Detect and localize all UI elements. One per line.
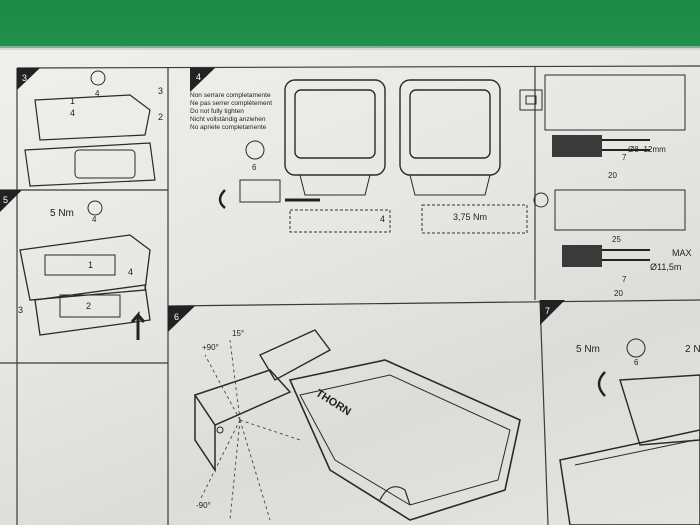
warning-it: Non serrare completamente [190,92,271,99]
panel-3-label-1: 1 [70,96,75,106]
panel-3-label-4: 4 [70,108,75,118]
panel-5-torque: 5 Nm [50,208,74,219]
panel-7-torque: 5 Nm [576,344,600,355]
warning-fr: Ne pas serrer complètement [190,100,272,107]
panel-7-number: 7 [545,306,550,316]
panel-5-label-2: 2 [86,301,91,311]
panel-4-warning-text: Non serrare completamente Ne pas serrer … [190,92,272,131]
panel-3-number: 3 [22,73,27,83]
panel-5-label-1: 1 [88,260,93,270]
instruction-sheet [0,48,700,525]
panel-6-number: 6 [174,312,179,322]
panel-3-label-3: 3 [158,86,163,96]
panel-4-dim-20b: 20 [614,289,623,298]
panel-4-dim-25: 25 [612,235,621,244]
panel-6-brand-logo: THORN [313,387,353,418]
panel-4-hex-size: 4 [380,214,385,224]
panel-6-angle-minus: -90° [196,501,211,510]
panel-5-label-3: 3 [18,305,23,315]
panel-4-number: 4 [196,72,201,82]
panel-6-angle-top: 15° [232,329,244,338]
panel-5-label-4: 4 [128,267,133,277]
panel-5: 5 5 Nm 4 1 4 3 2 [0,190,151,340]
panel-4-max-label: MAX [672,248,692,258]
panel-4-torque: 3,75 Nm [453,212,487,222]
panel-3-tool-size: 4 [95,89,100,98]
panel-6-angle-plus: +90° [202,343,219,352]
panel-4: 4 Non serrare completamente Ne pas serre… [190,68,692,298]
warning-es: No apriete completamente [190,124,267,131]
panel-3: 3 4 1 4 3 2 [17,68,163,187]
panel-6: 6 15° +90° -90° THORN [168,306,521,521]
panel-grid-lines [0,65,700,525]
panel-5-number: 5 [3,195,8,205]
panel-4-tool-size: 6 [252,163,257,172]
panel-5-tool-size: 4 [92,215,97,224]
panel-4-dim-7: 7 [622,153,627,162]
panel-4-cable-range: Ø8- 12mm [628,145,666,154]
warning-en: Do not fully tighten [190,108,244,115]
warning-de: Nicht vollständig anziehen [190,116,266,123]
panel-7-torque-2: 2 N [685,344,700,355]
panel-3-label-2: 2 [158,112,163,122]
panel-4-max-value: Ø11,5m [650,262,681,272]
panel-7-tool-size: 6 [634,358,639,367]
panel-7: 7 5 Nm 6 2 N [540,300,700,525]
panel-4-dim-20: 20 [608,171,617,180]
panel-4-dim-7b: 7 [622,275,627,284]
